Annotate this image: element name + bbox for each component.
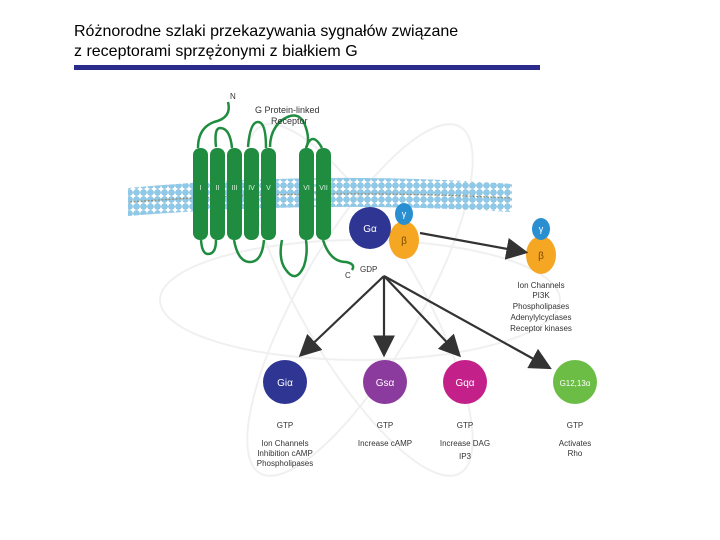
gi-gtp: GTP: [277, 421, 293, 430]
helix-label: III: [232, 185, 238, 192]
gq-effect: IP3: [459, 452, 472, 461]
beta-gamma-targets: Ion Channels PI3K Phospholipases Adenyly…: [510, 281, 572, 333]
gdp-label: GDP: [360, 265, 377, 274]
arrow-to-g1213: [383, 275, 552, 370]
bg-target: Adenylylcyclases: [511, 313, 572, 322]
g-alpha-label: Gα: [363, 224, 377, 235]
gs-label: Gsα: [376, 378, 395, 389]
bg-target: Receptor kinases: [510, 324, 572, 333]
gi-effect: Ion Channels: [261, 439, 308, 448]
gq-gtp: GTP: [457, 421, 473, 430]
helix-labels: I II III IV V VI VII: [200, 185, 328, 192]
helix-label: IV: [248, 185, 255, 192]
helix-label: V: [266, 185, 271, 192]
bg-target: PI3K: [532, 291, 550, 300]
gs-alpha: Gsα GTP Increase cAMP: [358, 360, 412, 448]
arrow-to-gq: [383, 275, 462, 358]
c-terminus-label: C: [345, 271, 351, 280]
g-protein-complex: Gα β γ: [349, 203, 419, 259]
arrow-to-beta-gamma: [419, 231, 529, 260]
beta-gamma-subunit: β γ: [526, 218, 556, 274]
bg-target: Phospholipases: [513, 302, 569, 311]
helix-label: I: [200, 185, 202, 192]
n-terminus-label: N: [230, 92, 236, 101]
g1213-alpha: G12,13α GTP Activates Rho: [553, 360, 597, 458]
gq-effect: Increase DAG: [440, 439, 490, 448]
g-gamma-label: γ: [402, 209, 407, 219]
gq-alpha: Gqα GTP Increase DAG IP3: [440, 360, 490, 461]
gs-effect: Increase cAMP: [358, 439, 412, 448]
gi-label: Giα: [277, 378, 293, 389]
bg-gamma-label: γ: [539, 224, 544, 234]
receptor-helices: [193, 148, 331, 240]
gs-gtp: GTP: [377, 421, 393, 430]
helix-label: VI: [303, 185, 310, 192]
bg-target: Ion Channels: [517, 281, 564, 290]
g1213-label: G12,13α: [560, 379, 591, 388]
helix-label: VII: [319, 185, 328, 192]
g1213-effect: Rho: [568, 449, 583, 458]
page-title: Różnorodne szlaki przekazywania sygnałów…: [74, 22, 544, 62]
g1213-effect: Activates: [559, 439, 591, 448]
gi-effect: Inhibition cAMP: [257, 449, 313, 458]
arrow-to-gi: [298, 275, 385, 358]
gi-effect: Phospholipases: [257, 459, 313, 468]
gpcr-receptor: [196, 101, 355, 278]
pathway-arrows: [298, 231, 552, 370]
title-line-2: z receptorami sprzężonymi z białkiem G: [74, 43, 358, 60]
bg-beta-label: β: [538, 251, 544, 262]
receptor-name-line-1: G Protein-linked: [255, 105, 320, 115]
gq-label: Gqα: [455, 378, 474, 389]
helix-label: II: [216, 185, 220, 192]
title-line-1: Różnorodne szlaki przekazywania sygnałów…: [74, 23, 459, 40]
title-underline: [74, 65, 540, 70]
gi-alpha: Giα GTP Ion Channels Inhibition cAMP Pho…: [257, 360, 313, 468]
g-beta-label: β: [401, 236, 407, 247]
g1213-gtp: GTP: [567, 421, 583, 430]
receptor-name-line-2: Receptor: [271, 116, 308, 126]
